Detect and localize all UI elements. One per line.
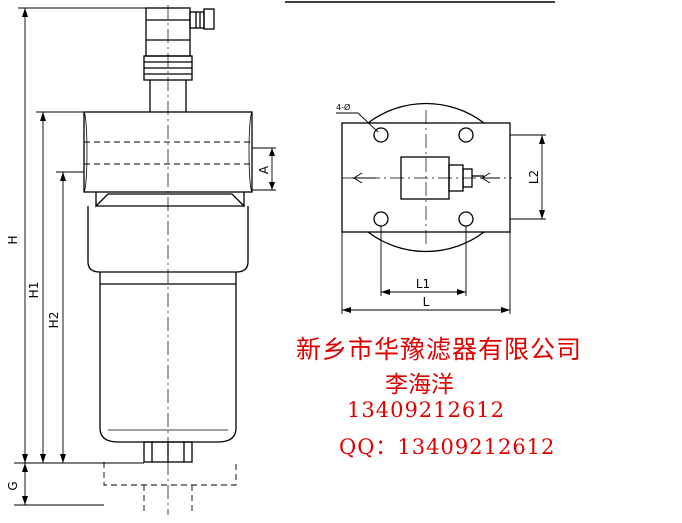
label-L1: L1 (416, 277, 430, 291)
contact-person: 李海洋 (385, 372, 454, 398)
top-dimension-arrows (342, 135, 545, 313)
dimension-arrows (22, 8, 275, 505)
top-view (336, 102, 546, 314)
electrical-connector (143, 7, 215, 112)
side-view (14, 5, 276, 515)
label-A: A (257, 165, 271, 174)
label-H1: H1 (27, 282, 41, 299)
label-L2: L2 (527, 170, 541, 184)
mounting-holes (373, 127, 474, 227)
hole-leader (357, 112, 379, 133)
label-H: H (6, 235, 20, 244)
top-dimension-lines (341, 134, 546, 314)
flange-circle (367, 102, 485, 124)
qq-number: QQ：13409212612 (339, 435, 556, 459)
flow-arrows (352, 172, 500, 184)
label-L: L (423, 295, 430, 309)
dimension-lines (14, 7, 276, 506)
company-name: 新乡市华豫滤器有限公司 (296, 335, 583, 364)
label-H2: H2 (47, 312, 61, 329)
label-holes: 4-Ø (336, 102, 350, 112)
phone-number: 13409212612 (347, 398, 505, 422)
label-G: G (6, 481, 20, 490)
